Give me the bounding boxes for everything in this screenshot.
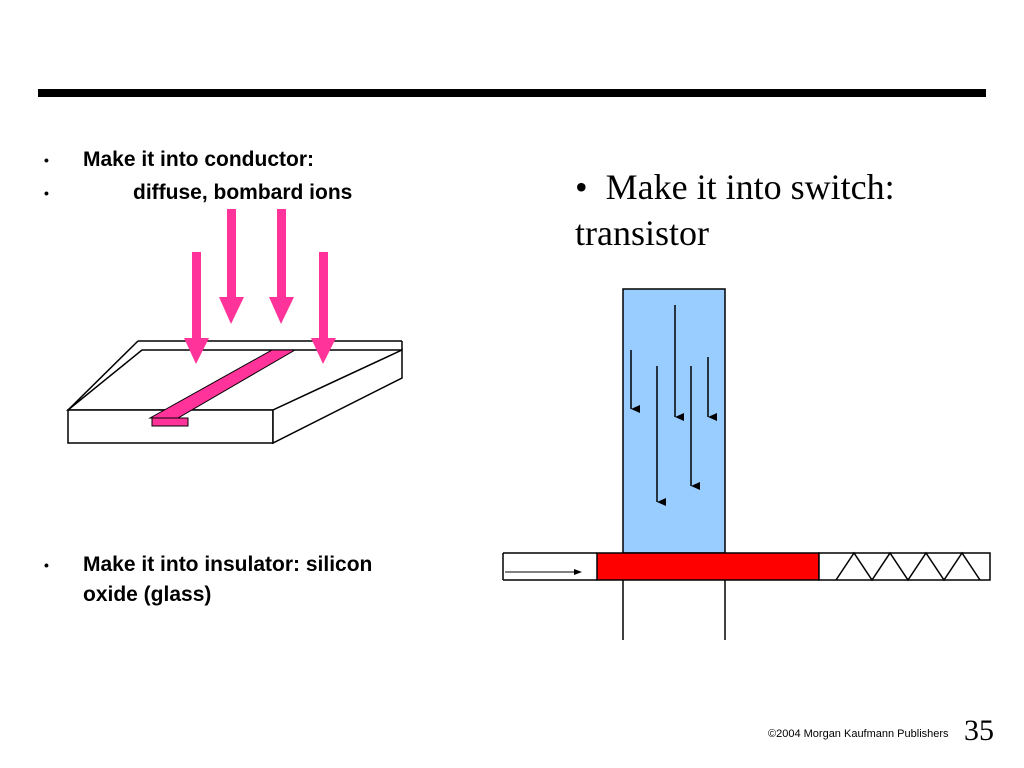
ion-arrow-icon [269, 209, 294, 324]
ion-arrows [184, 209, 336, 364]
bullet-insulator-line2: oxide (glass) [83, 583, 212, 606]
wire-path [502, 551, 991, 640]
bullet-dot: • [44, 557, 49, 573]
field-arrows [630, 305, 717, 506]
bullet-dot: • [44, 185, 49, 201]
ion-arrow-icon [219, 209, 244, 324]
bullet-insulator-line1: Make it into insulator: silicon [83, 553, 373, 576]
bullet-conductor-text: Make it into conductor: [83, 148, 314, 171]
zigzag-pattern [835, 551, 981, 582]
wafer-slab [65, 340, 403, 445]
bullet-dot: • [575, 167, 588, 207]
gate-block [622, 288, 726, 554]
ion-arrow-icon [184, 252, 209, 364]
bullet-switch-line1: Make it into switch: [605, 167, 895, 207]
page-number: 35 [964, 714, 994, 747]
bullet-dot: • [44, 152, 49, 168]
title-rule [38, 89, 986, 97]
footer-copyright: ©2004 Morgan Kaufmann Publishers [768, 728, 949, 740]
bullet-switch-line2: transistor [575, 213, 709, 253]
bullet-diffuse-text: diffuse, bombard ions [133, 181, 353, 204]
bullet-switch: • Make it into switch: transistor [575, 164, 895, 256]
diffused-strip [148, 349, 297, 427]
ion-arrow-icon [311, 252, 336, 364]
current-arrow-icon [505, 569, 582, 575]
channel-region [596, 552, 820, 581]
